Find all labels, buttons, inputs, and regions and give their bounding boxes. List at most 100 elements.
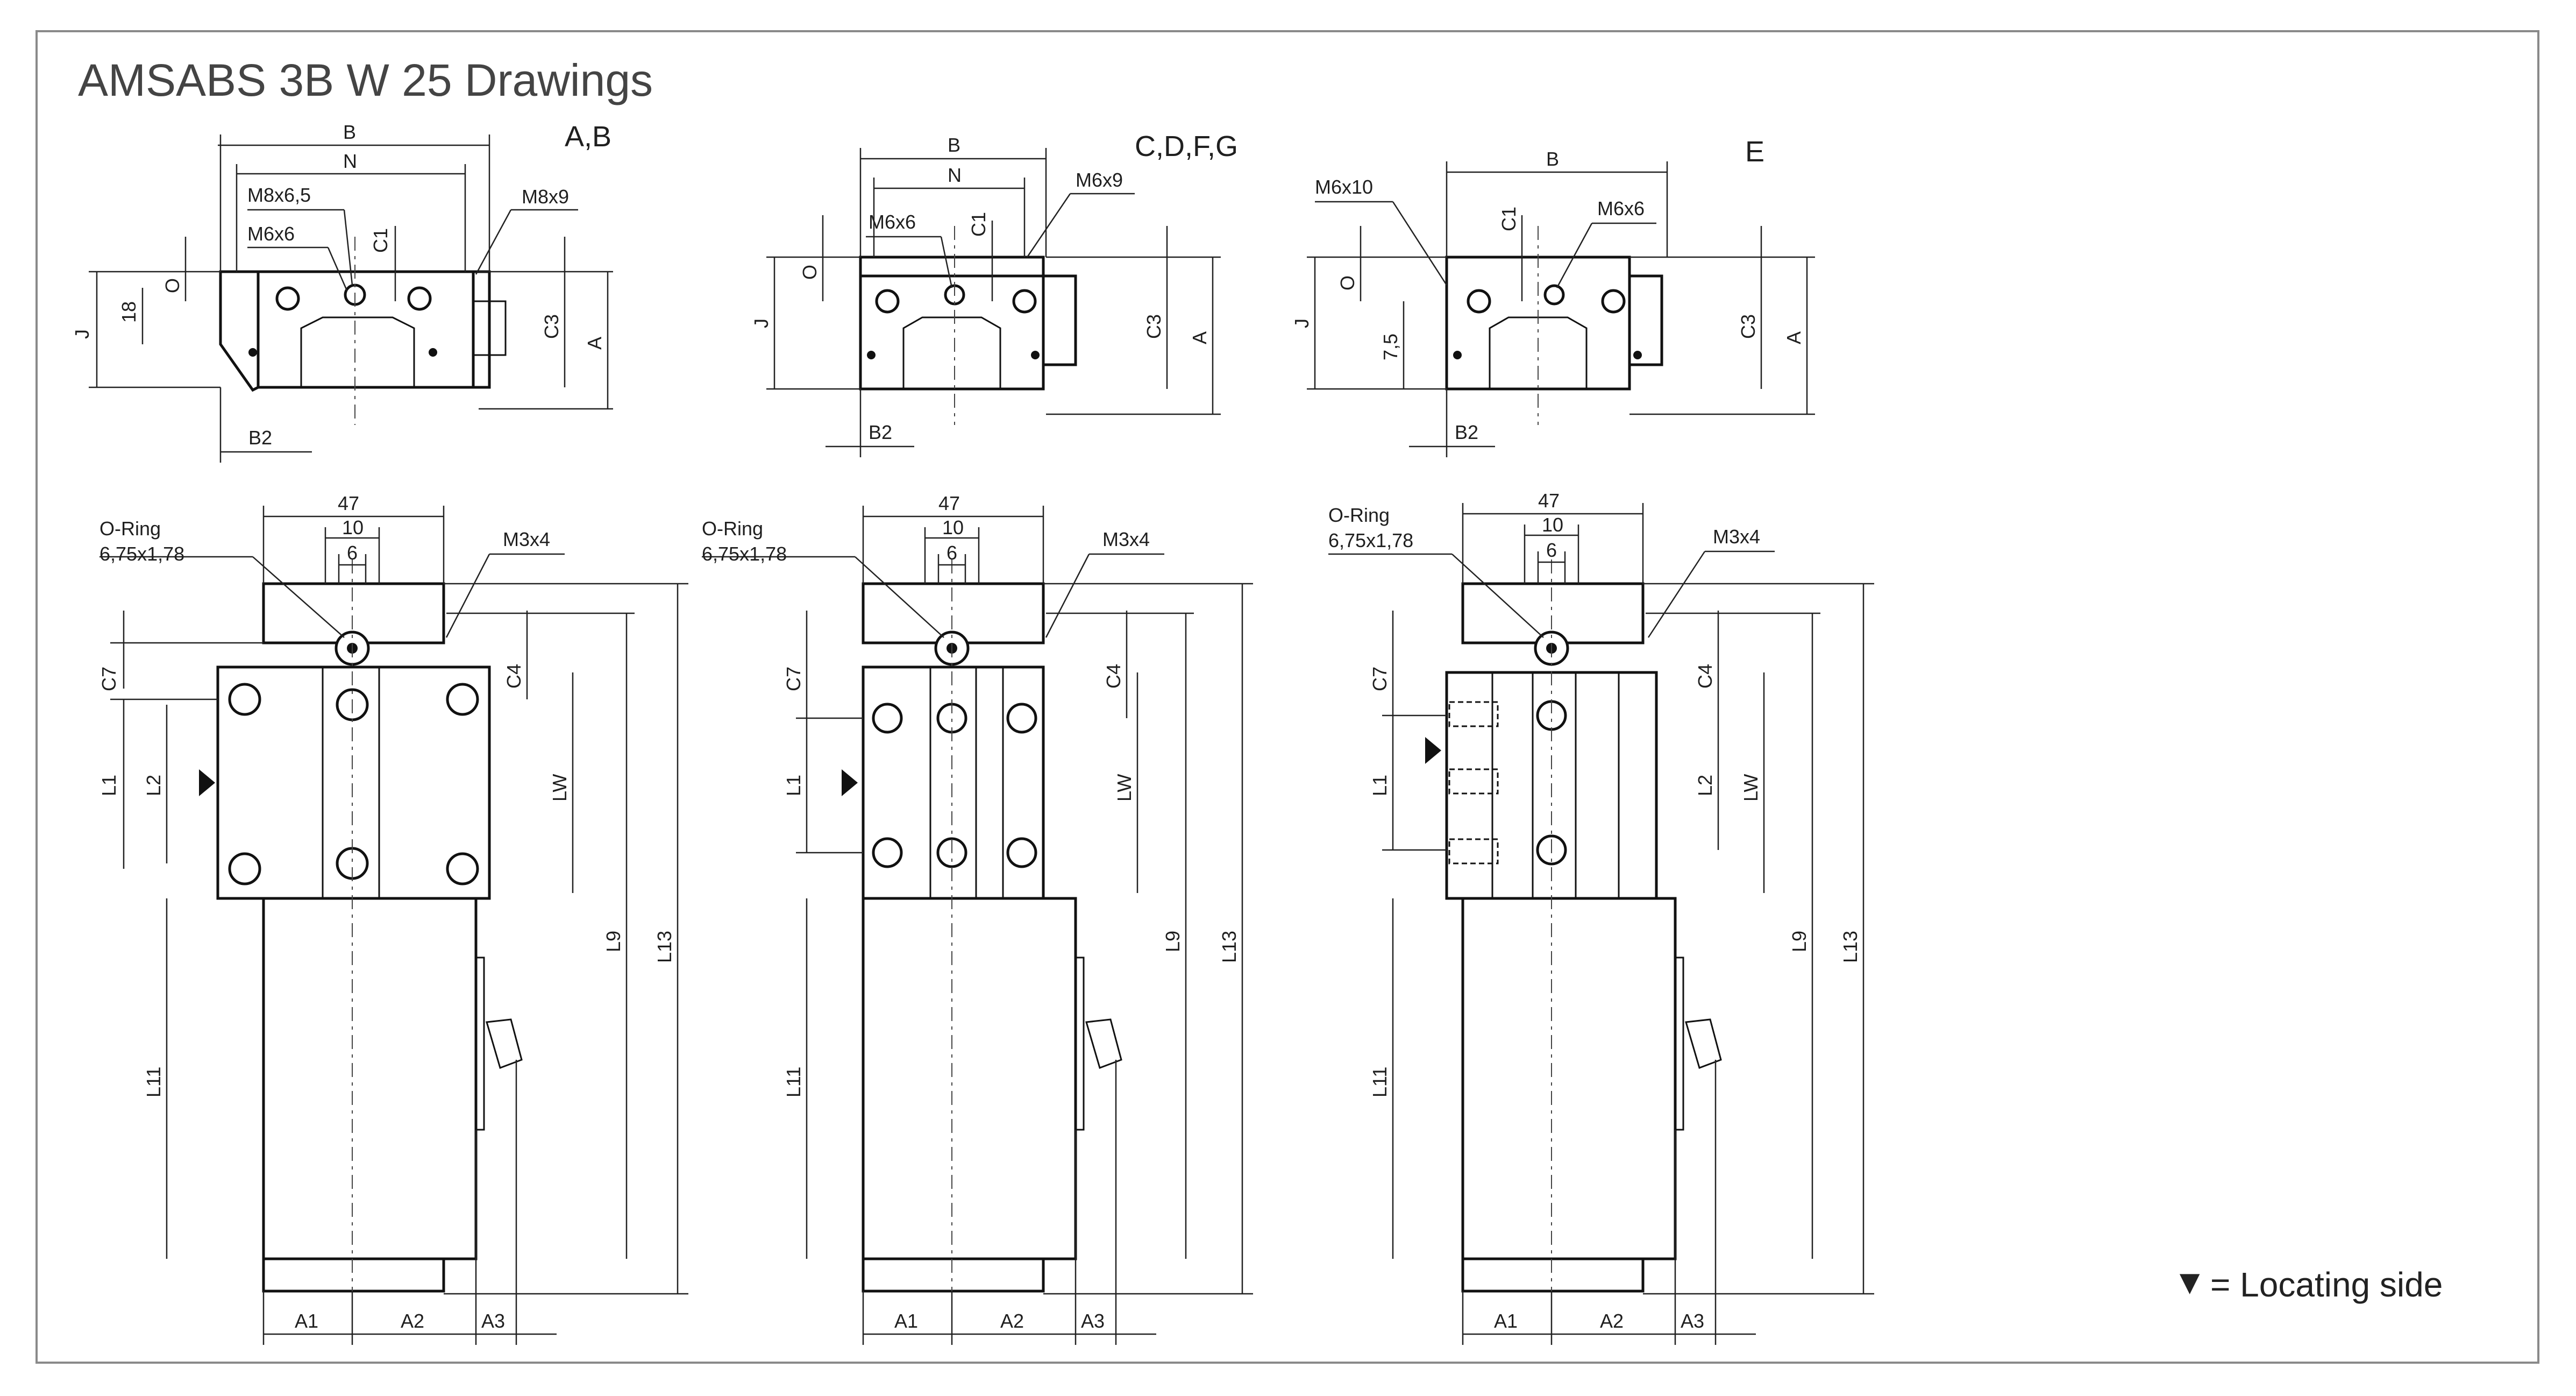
dim-c3: C3 — [1737, 314, 1759, 339]
thread-m3x4: M3x4 — [1102, 528, 1150, 550]
leader — [1045, 554, 1090, 638]
dim-l9: L9 — [602, 931, 624, 952]
bolt-hole — [228, 683, 261, 716]
dim-n: N — [948, 164, 962, 186]
housing — [262, 897, 478, 1260]
o-ring-size: 6,75x1,78 — [1328, 529, 1413, 551]
thread-m6x6: M6x6 — [247, 223, 295, 245]
bolt-hole — [407, 286, 432, 311]
bolt-hole — [446, 852, 479, 885]
dim-a1: A1 — [295, 1310, 318, 1332]
dim-a: A — [1783, 331, 1805, 344]
bolt-hole — [275, 286, 300, 311]
dim-o: O — [1336, 275, 1358, 290]
locating-side-marker — [842, 769, 858, 796]
side-view-e: O-Ring 6,75x1,78 47 10 6 M3x4 C7 L1 L11 … — [1328, 490, 1874, 1345]
dim-c1: C1 — [967, 212, 990, 237]
dim-b: B — [343, 121, 356, 143]
connector-box — [1628, 274, 1663, 366]
dim-l11: L11 — [1369, 1067, 1391, 1097]
thread-m6x10: M6x10 — [1315, 176, 1373, 198]
dim-o: O — [799, 265, 821, 280]
view-e: B M6x10 M6x6 E C1 J O 7,5 C3 A B2 — [1291, 136, 1874, 1345]
dim-47: 47 — [1538, 490, 1560, 512]
dim-n: N — [343, 150, 357, 172]
legend-marker: ▼ — [2173, 1263, 2207, 1301]
o-ring-label: O-Ring — [702, 518, 763, 540]
center-hole — [1543, 284, 1565, 306]
view-cdfg: B N M6x6 M6x9 C,D,F,G C1 J O C3 A B2 — [702, 130, 1253, 1345]
bolt-hole — [1006, 703, 1037, 734]
bolt-hole — [875, 289, 900, 314]
dim-c7: C7 — [98, 667, 120, 691]
dim-c3: C3 — [1143, 314, 1165, 339]
top-section-e: B M6x10 M6x6 E C1 J O 7,5 C3 A B2 — [1291, 136, 1815, 457]
connector — [1685, 1018, 1722, 1069]
dim-c7: C7 — [782, 667, 805, 691]
top-plate — [859, 256, 1045, 278]
dim-a2: A2 — [1600, 1310, 1624, 1332]
bolt-hole — [446, 683, 479, 716]
side-plug — [1674, 956, 1684, 1131]
dim-b2: B2 — [869, 421, 892, 443]
dim-47: 47 — [338, 492, 359, 514]
side-view-cdfg: O-Ring 6,75x1,78 47 10 6 M3x4 C7 L1 L11 … — [702, 492, 1253, 1345]
locating-dot — [1453, 351, 1462, 359]
dim-a1: A1 — [1494, 1310, 1518, 1332]
dim-l13: L13 — [1839, 931, 1861, 963]
variant-label: A,B — [565, 121, 611, 153]
thread-m3x4: M3x4 — [503, 528, 550, 550]
dim-b2: B2 — [248, 427, 272, 449]
bolt-hole — [1601, 289, 1626, 314]
dim-a: A — [1189, 331, 1211, 344]
leader — [1392, 201, 1448, 286]
locating-dot — [867, 351, 876, 359]
leader — [1026, 193, 1071, 258]
side-view-ab: O-Ring 6,75x1,78 47 10 6 M3x4 C7 L1 L2 L… — [98, 492, 688, 1345]
connector-box — [472, 300, 507, 356]
dim-o: O — [161, 278, 183, 293]
dim-a2: A2 — [1000, 1310, 1024, 1332]
housing — [1461, 897, 1677, 1260]
locating-dot — [1633, 351, 1642, 359]
o-ring-size: 6,75x1,78 — [702, 543, 787, 565]
dim-6: 6 — [1546, 539, 1557, 561]
bolt-hole — [228, 852, 261, 885]
dim-c3: C3 — [540, 314, 563, 339]
top-section-cdfg: B N M6x6 M6x9 C,D,F,G C1 J O C3 A B2 — [750, 130, 1238, 457]
thread-m6x6: M6x6 — [869, 211, 916, 233]
connector — [1085, 1018, 1122, 1069]
dim-lw: LW — [1740, 774, 1762, 802]
dim-l9: L9 — [1788, 931, 1810, 952]
leader — [475, 209, 512, 275]
flange-left — [219, 270, 260, 392]
side-plug — [1074, 956, 1085, 1131]
dim-b: B — [1546, 148, 1559, 170]
bottom-cap — [862, 1257, 1045, 1293]
carriage-block — [257, 270, 475, 389]
dim-6: 6 — [947, 542, 957, 564]
dim-10: 10 — [942, 516, 964, 538]
dim-l1: L1 — [1369, 775, 1391, 796]
bottom-cap — [262, 1257, 445, 1293]
dim-l13: L13 — [1218, 931, 1240, 963]
bolt-hole — [1012, 289, 1037, 314]
bottom-cap — [1461, 1257, 1645, 1293]
dim-l2: L2 — [143, 775, 165, 796]
dim-j: J — [1291, 318, 1313, 328]
hidden-thread — [1448, 838, 1499, 864]
view-ab: B N M8x6,5 M6x6 M8x9 A,B C1 J 18 O C3 A … — [71, 121, 688, 1345]
dim-a1: A1 — [894, 1310, 918, 1332]
side-plug — [475, 956, 485, 1131]
thread-m8x9: M8x9 — [522, 186, 569, 208]
leader — [1556, 223, 1593, 288]
dim-c1: C1 — [1498, 207, 1520, 231]
locating-side-marker — [199, 769, 215, 796]
dim-b: B — [948, 134, 960, 156]
locating-dot — [429, 348, 437, 357]
dim-10: 10 — [1542, 514, 1563, 536]
variant-label: C,D,F,G — [1135, 130, 1238, 162]
thread-m6x6: M6x6 — [1597, 197, 1645, 219]
top-section-ab: B N M8x6,5 M6x6 M8x9 A,B C1 J 18 O C3 A … — [71, 121, 613, 463]
